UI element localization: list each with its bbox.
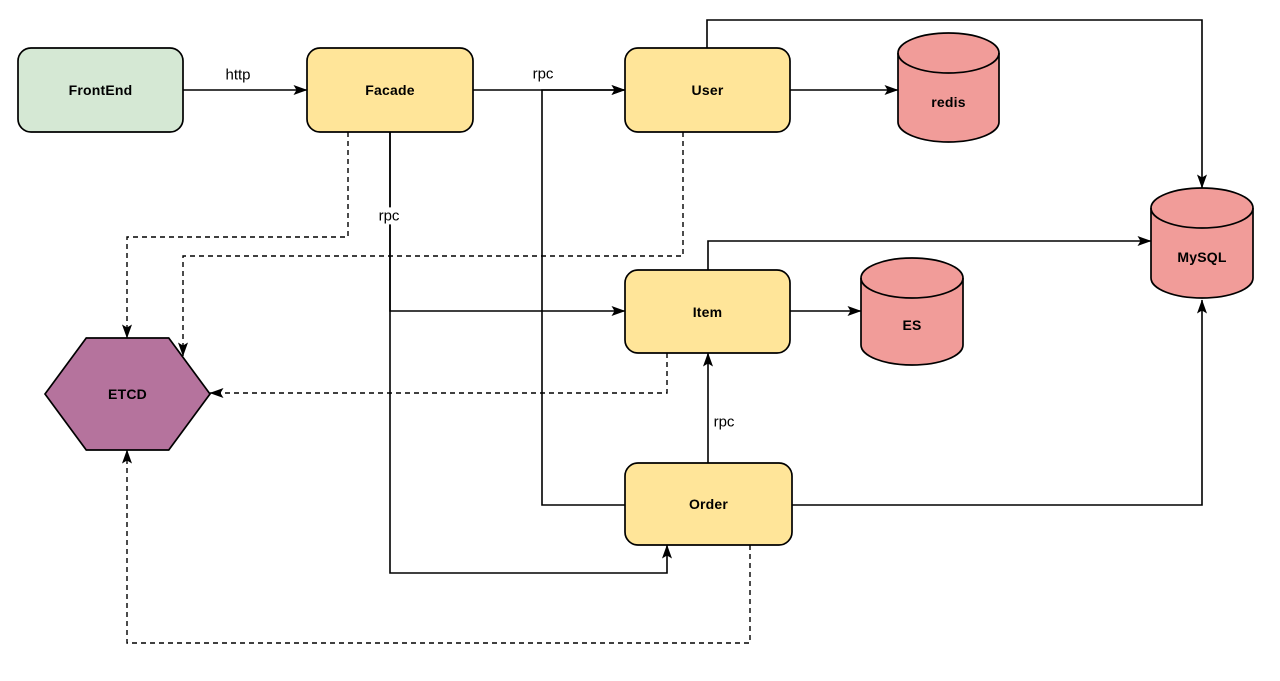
node-item	[624, 269, 791, 354]
edge-item-etcd	[209, 353, 668, 398]
edge-label-facade-user: rpc	[530, 65, 556, 83]
node-label-frontend: FrontEnd	[68, 82, 133, 98]
edge-label-order-item: rpc	[711, 413, 737, 431]
node-label-mysql: MySQL	[1177, 249, 1227, 266]
cylinder-body-mysql	[1150, 187, 1254, 299]
cylinder-rim-mysql	[1150, 207, 1254, 229]
node-user	[624, 47, 791, 133]
edge-label-frontend-facade: http	[223, 66, 253, 84]
cylinder-rim-redis	[897, 52, 1000, 74]
node-label-etcd: ETCD	[108, 386, 147, 402]
node-label-user: User	[691, 82, 724, 98]
edge-order-user	[541, 85, 626, 506]
edge-facade-order	[389, 132, 672, 574]
edge-order-mysql	[792, 299, 1207, 506]
node-es	[860, 257, 964, 366]
node-label-es: ES	[902, 317, 922, 334]
edge-facade-etcd	[122, 132, 349, 339]
edge-order-etcd	[122, 449, 751, 644]
cylinder-body-es	[860, 257, 964, 366]
edge-facade-item	[389, 132, 626, 316]
node-label-item: Item	[692, 303, 723, 320]
node-order	[624, 462, 793, 546]
edge-user-mysql	[706, 19, 1207, 189]
edge-label-facade-item: rpc	[376, 207, 402, 225]
cylinder-rim-es	[860, 277, 964, 299]
edge-user-etcd	[178, 132, 684, 357]
node-mysql	[1150, 187, 1254, 299]
node-frontend	[17, 47, 184, 133]
node-label-facade: Facade	[365, 82, 415, 98]
node-label-redis: redis	[931, 93, 966, 110]
node-redis	[897, 32, 1000, 143]
edge-item-mysql	[707, 236, 1152, 270]
node-label-order: Order	[688, 496, 729, 512]
node-facade	[306, 47, 474, 133]
node-etcd	[43, 337, 212, 451]
cylinder-body-redis	[897, 32, 1000, 143]
